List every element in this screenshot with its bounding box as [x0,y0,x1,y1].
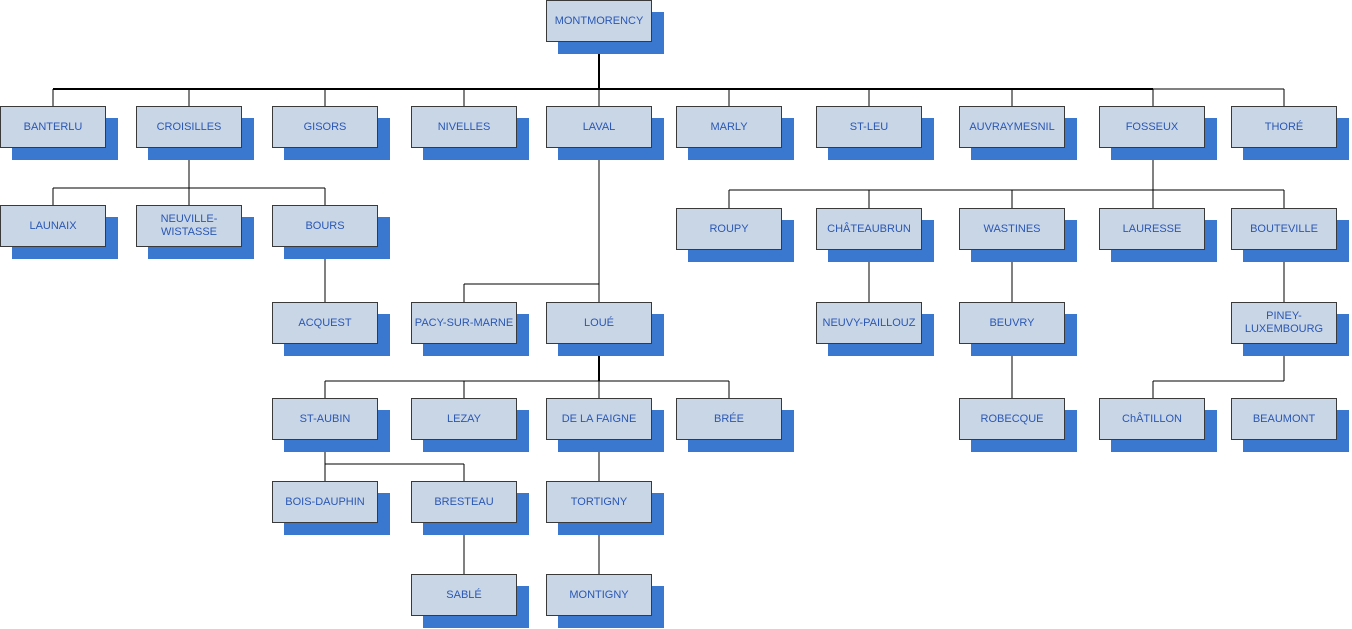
node-label: TORTIGNY [546,481,652,523]
node-bouteville: BOUTEVILLE [1231,208,1349,262]
node-label: BOIS-DAUPHIN [272,481,378,523]
node-label: WASTINES [959,208,1065,250]
node-launaix: LAUNAIX [0,205,118,259]
node-beaumont: BEAUMONT [1231,398,1349,452]
node-label: ACQUEST [272,302,378,344]
node-st-leu: ST-LEU [816,106,934,160]
node-label: BEAUMONT [1231,398,1337,440]
node-bresteau: BRESTEAU [411,481,529,535]
node-wastines: WASTINES [959,208,1077,262]
node-label: LOUÉ [546,302,652,344]
node-bois-dauphin: BOIS-DAUPHIN [272,481,390,535]
node-pacy-sur-marne: PACY-SUR-MARNE [411,302,529,356]
node-label: THORÉ [1231,106,1337,148]
node-label: NIVELLES [411,106,517,148]
node-auvraymesnil: AUVRAYMESNIL [959,106,1077,160]
node-label: BOUTEVILLE [1231,208,1337,250]
node-label: BEUVRY [959,302,1065,344]
node-label: ROUPY [676,208,782,250]
node-gisors: GISORS [272,106,390,160]
node-label: ROBECQUE [959,398,1065,440]
node-bree: BRÉE [676,398,794,452]
node-label: ChÂTILLON [1099,398,1205,440]
node-label: SABLÉ [411,574,517,616]
node-tortigny: TORTIGNY [546,481,664,535]
node-nivelles: NIVELLES [411,106,529,160]
node-chateaubrun: CHÂTEAUBRUN [816,208,934,262]
node-robecque: ROBECQUE [959,398,1077,452]
node-lauresse: LAURESSE [1099,208,1217,262]
node-label: BRÉE [676,398,782,440]
node-label: LAUNAIX [0,205,106,247]
node-loue: LOUÉ [546,302,664,356]
node-thore: THORÉ [1231,106,1349,160]
node-bours: BOURS [272,205,390,259]
node-label: PACY-SUR-MARNE [411,302,517,344]
node-beuvry: BEUVRY [959,302,1077,356]
node-label: LAVAL [546,106,652,148]
node-sable: SABLÉ [411,574,529,628]
node-label: CHÂTEAUBRUN [816,208,922,250]
node-label: NEUVILLE- WISTASSE [136,205,242,247]
node-croisilles: CROISILLES [136,106,254,160]
node-marly: MARLY [676,106,794,160]
node-st-aubin: ST-AUBIN [272,398,390,452]
node-de-la-faigne: DE LA FAIGNE [546,398,664,452]
node-label: MARLY [676,106,782,148]
node-label: AUVRAYMESNIL [959,106,1065,148]
node-montmorency: MONTMORENCY [546,0,664,54]
node-label: NEUVY-PAILLOUZ [816,302,922,344]
node-montigny: MONTIGNY [546,574,664,628]
node-label: CROISILLES [136,106,242,148]
node-label: DE LA FAIGNE [546,398,652,440]
node-laval: LAVAL [546,106,664,160]
node-acquest: ACQUEST [272,302,390,356]
node-banterlu: BANTERLU [0,106,118,160]
node-label: BANTERLU [0,106,106,148]
node-label: FOSSEUX [1099,106,1205,148]
node-roupy: ROUPY [676,208,794,262]
node-neuville-wistasse: NEUVILLE- WISTASSE [136,205,254,259]
node-label: MONTMORENCY [546,0,652,42]
node-chatillon: ChÂTILLON [1099,398,1217,452]
node-label: PINEY- LUXEMBOURG [1231,302,1337,344]
node-label: LAURESSE [1099,208,1205,250]
node-lezay: LEZAY [411,398,529,452]
node-label: MONTIGNY [546,574,652,616]
node-label: LEZAY [411,398,517,440]
node-label: GISORS [272,106,378,148]
node-piney-luxembourg: PINEY- LUXEMBOURG [1231,302,1349,356]
node-label: ST-AUBIN [272,398,378,440]
node-label: BRESTEAU [411,481,517,523]
node-fosseux: FOSSEUX [1099,106,1217,160]
node-label: ST-LEU [816,106,922,148]
node-neuvy-paillouz: NEUVY-PAILLOUZ [816,302,934,356]
node-label: BOURS [272,205,378,247]
